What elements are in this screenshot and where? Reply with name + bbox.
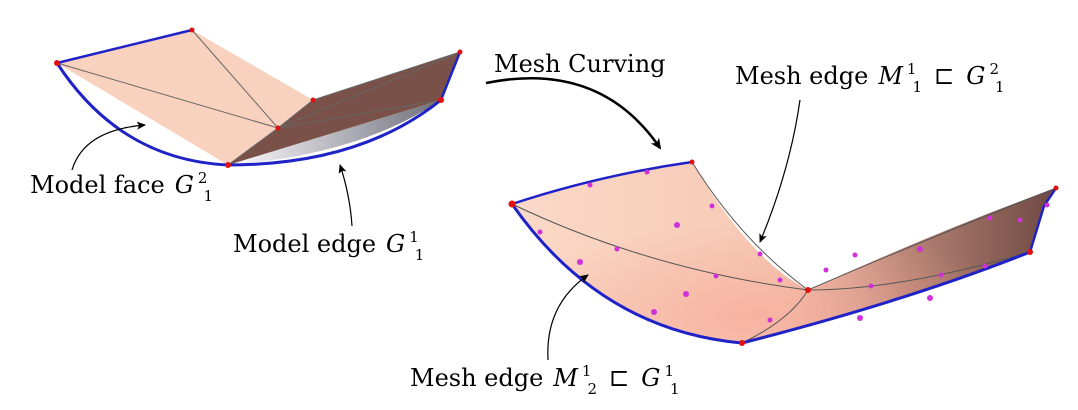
transition-label: Mesh Curving [494, 50, 666, 78]
mesh-edge-top-pointer [759, 99, 801, 243]
model-edge-label: Model edge G 1 1 [233, 228, 424, 264]
model-face-pointer [71, 121, 146, 171]
right-side-edge [1028, 187, 1058, 253]
left-vertices [54, 27, 463, 168]
mesh-edge-bottom-annotation: Mesh edge M 1 2 ⊏ G 1 1 [410, 274, 680, 398]
model-face-label: Model face G 2 1 [30, 169, 213, 205]
high-order-nodes [537, 169, 1050, 323]
model-edge-annotation: Model edge G 1 1 [233, 164, 424, 264]
mesh-edge-top-annotation: Mesh edge M 1 1 ⊏ G 2 1 [735, 60, 1005, 243]
right-surface-glow [512, 162, 1056, 343]
left-light-face [57, 30, 313, 165]
right-top-edge [511, 160, 693, 206]
right-vertices [508, 159, 1059, 346]
model-face-annotation: Model face G 2 1 [30, 121, 213, 205]
model-edge-pointer [338, 164, 353, 227]
mesh-edge-top-label: Mesh edge M 1 1 ⊏ G 2 1 [735, 60, 1005, 96]
left-mesh-lines [56, 29, 461, 166]
curved-mesh [508, 159, 1059, 346]
left-dark-face [228, 52, 460, 165]
left-right-edge [439, 51, 462, 101]
right-mesh-lines [511, 161, 1057, 344]
straight-mesh [54, 27, 463, 168]
mesh-curving-arrow [485, 76, 662, 150]
left-top-edge [56, 28, 193, 65]
mesh-edge-bottom-pointer [547, 274, 589, 361]
mesh-edge-bottom-label: Mesh edge M 1 2 ⊏ G 1 1 [410, 362, 680, 398]
